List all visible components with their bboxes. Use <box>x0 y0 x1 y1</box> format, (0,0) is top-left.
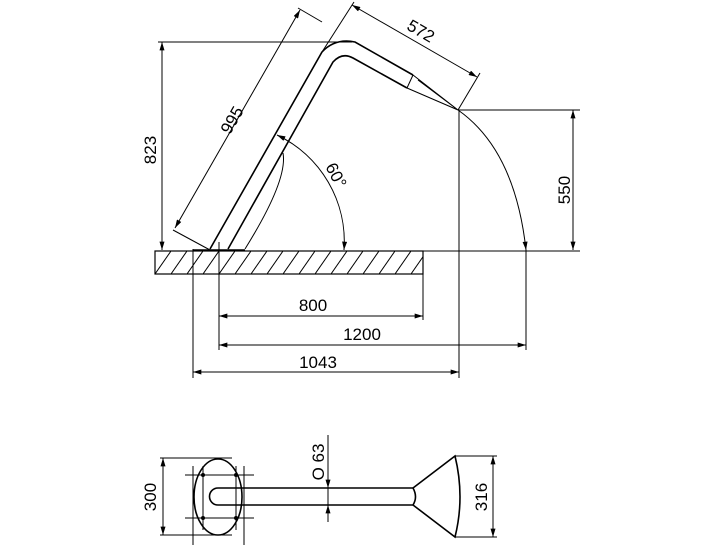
dim-300-label: 300 <box>141 483 160 511</box>
dim-572-line <box>351 4 478 78</box>
chute-support <box>244 152 285 250</box>
dim-1200-label: 1200 <box>343 325 381 344</box>
angle-label: 60° <box>321 160 350 192</box>
concrete-slab <box>154 250 424 275</box>
water-trajectory <box>457 109 528 251</box>
side-view: 995 572 823 60° 550 800 1200 1043 <box>141 1 580 378</box>
angle-arc <box>276 134 348 251</box>
dim-1043-label: 1043 <box>299 353 337 372</box>
dim-572-ext <box>457 72 481 111</box>
dim-diameter-label: O 63 <box>309 444 328 481</box>
bolt-hole <box>201 473 205 477</box>
base-plate-ellipse <box>193 458 243 536</box>
dim-572-label: 572 <box>404 16 438 47</box>
bolt-hole <box>234 473 238 477</box>
dim-572-ext <box>321 1 355 53</box>
dim-995-line <box>174 9 301 229</box>
chute-outer <box>209 40 414 250</box>
dim-800-label: 800 <box>299 296 327 315</box>
dim-550-label: 550 <box>555 176 574 204</box>
chute-nozzle <box>406 74 459 111</box>
dim-995-ext <box>297 7 323 23</box>
top-view: 300 O 63 316 <box>141 435 497 545</box>
tube-top <box>208 487 417 506</box>
dim-316-label: 316 <box>472 483 491 511</box>
dim-823-label: 823 <box>141 136 160 164</box>
outlet-cone <box>412 454 461 539</box>
bolt-hole <box>201 516 205 520</box>
chute-inner <box>227 54 408 250</box>
dim-995-label: 995 <box>217 103 248 137</box>
dim-995-ext <box>172 229 211 251</box>
bolt-hole <box>234 516 238 520</box>
